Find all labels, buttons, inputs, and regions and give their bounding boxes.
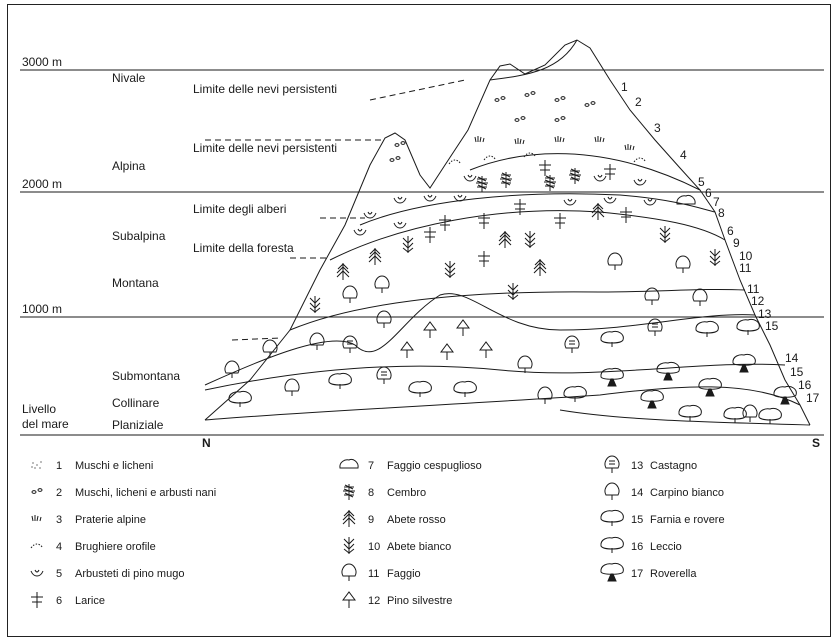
- legend-item-5: 5 Arbusteti di pino mugo: [31, 568, 184, 580]
- legend-label: Cembro: [387, 487, 426, 499]
- legend-label: Faggio cespuglioso: [387, 460, 482, 472]
- legend-item-8: 8 Cembro: [343, 484, 426, 500]
- legend-number: 16: [631, 541, 643, 553]
- legend-item-4: 4 Brughiere orofile: [31, 541, 156, 553]
- legend-label: Farnia e rovere: [650, 514, 725, 526]
- legend-item-1: 1 Muschi e licheni: [31, 460, 153, 472]
- chestnut-icon: [605, 456, 619, 473]
- pebbles-icon: [32, 489, 42, 494]
- heath-arc-icon: [31, 544, 43, 548]
- legend-number: 3: [56, 514, 62, 526]
- legend-number: 17: [631, 568, 643, 580]
- oak-icon: [601, 510, 623, 526]
- legend-item-12: 12 Pino silvestre: [343, 592, 452, 608]
- legend-label: Carpino bianco: [650, 487, 724, 499]
- legend-number: 6: [56, 595, 62, 607]
- legend-item-14: 14 Carpino bianco: [605, 483, 724, 500]
- fir-icon: [344, 537, 354, 554]
- legend-item-16: 16 Leccio: [601, 537, 682, 553]
- legend-number: 15: [631, 514, 643, 526]
- legend-number: 5: [56, 568, 62, 580]
- legend-number: 9: [368, 514, 374, 526]
- larch-icon: [31, 592, 43, 608]
- holm-oak-icon: [601, 537, 623, 553]
- legend-item-7: 7 Faggio cespuglioso: [340, 459, 482, 472]
- shrub-icon: [31, 570, 43, 576]
- downy-oak-icon: [601, 563, 623, 581]
- legend-label: Leccio: [650, 541, 682, 553]
- legend-number: 10: [368, 541, 380, 553]
- legend-label: Brughiere orofile: [75, 541, 156, 553]
- bush-icon: [340, 459, 358, 468]
- legend-label: Larice: [75, 595, 105, 607]
- legend-label: Arbusteti di pino mugo: [75, 568, 184, 580]
- legend-label: Abete rosso: [387, 514, 446, 526]
- legend-item-11: 11 Faggio: [342, 564, 421, 581]
- legend-number: 7: [368, 460, 374, 472]
- stone-pine-icon: [343, 484, 355, 500]
- legend-number: 1: [56, 460, 62, 472]
- legend-item-17: 17 Roverella: [601, 563, 697, 581]
- legend-label: Muschi, licheni e arbusti nani: [75, 487, 216, 499]
- legend-label: Pino silvestre: [387, 595, 452, 607]
- legend-item-13: 13 Castagno: [605, 456, 697, 473]
- legend-label: Roverella: [650, 568, 697, 580]
- legend-label: Muschi e licheni: [75, 460, 153, 472]
- legend-item-10: 10 Abete bianco: [344, 537, 451, 554]
- legend-number: 2: [56, 487, 62, 499]
- dots-icon: [31, 461, 41, 468]
- hornbeam-icon: [605, 483, 619, 500]
- legend-number: 12: [368, 595, 380, 607]
- legend-number: 14: [631, 487, 643, 499]
- legend-item-3: 3 Praterie alpine: [32, 514, 146, 526]
- scots-pine-icon: [343, 592, 355, 608]
- legend-label: Praterie alpine: [75, 514, 146, 526]
- legend-label: Faggio: [387, 568, 421, 580]
- legend-number: 4: [56, 541, 62, 553]
- legend-item-9: 9 Abete rosso: [343, 510, 446, 527]
- spruce-icon: [343, 510, 355, 527]
- legend-label: Abete bianco: [387, 541, 451, 553]
- legend-number: 8: [368, 487, 374, 499]
- legend-item-2: 2 Muschi, licheni e arbusti nani: [32, 487, 216, 499]
- legend-number: 13: [631, 460, 643, 472]
- legend-number: 11: [368, 568, 379, 580]
- legend-label: Castagno: [650, 460, 697, 472]
- legend-item-15: 15 Farnia e rovere: [601, 510, 725, 526]
- grass-tufts-icon: [32, 515, 41, 521]
- beech-icon: [342, 564, 356, 581]
- legend-item-6: 6 Larice: [31, 592, 105, 608]
